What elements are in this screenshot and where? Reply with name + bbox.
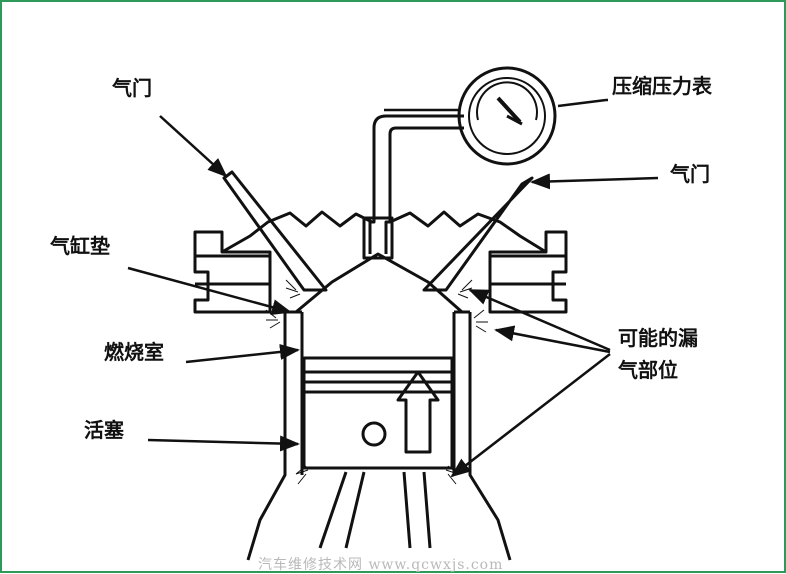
watermark: 汽车维修技术网 www.qcwxjs.com: [258, 557, 504, 573]
piston-up-arrow: [396, 370, 440, 454]
connecting-rod: [318, 471, 432, 549]
label-valve-left: 气门: [112, 76, 152, 100]
label-compression-gauge: 压缩压力表: [612, 74, 712, 98]
valve-right: [422, 176, 534, 292]
combustion-chamber-dome: [295, 252, 463, 314]
label-valve-right: 气门: [670, 162, 710, 186]
head-left-plate: [193, 230, 272, 314]
valve-left: [222, 170, 328, 292]
piston-pin: [361, 421, 387, 447]
label-cylinder-gasket: 气缸垫: [50, 234, 110, 258]
head-fins: [221, 210, 547, 254]
cylinder-right-wall: [468, 312, 512, 561]
label-piston: 活塞: [84, 418, 124, 442]
gauge-inner: [468, 77, 546, 155]
piston-body: [302, 356, 454, 470]
gauge-tube: [368, 114, 464, 254]
label-leak-points-1: 可能的漏: [618, 326, 698, 350]
cylinder-left-wall: [246, 312, 287, 561]
gauge-outer: [457, 66, 557, 166]
head-right-plate: [488, 230, 568, 314]
label-leak-points-2: 气部位: [618, 358, 678, 382]
label-combustion-chamber: 燃烧室: [104, 340, 164, 364]
